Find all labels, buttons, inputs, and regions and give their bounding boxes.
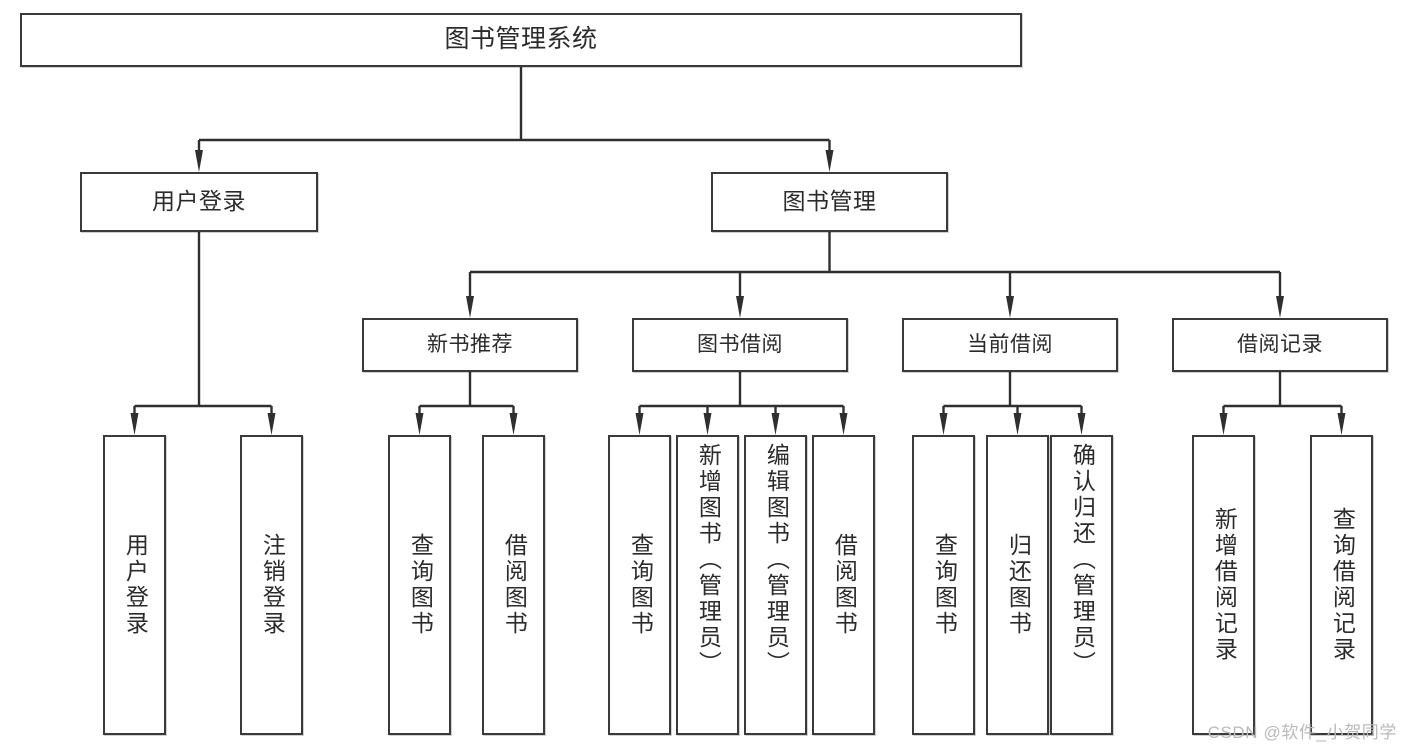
- node-user-login[interactable]: 用户登录: [80, 172, 318, 232]
- node-leaf-add-book-admin[interactable]: 新增图书（管理员）: [676, 435, 739, 735]
- node-new-book-recommend[interactable]: 新书推荐: [362, 318, 578, 372]
- node-label-book-borrow: 图书借阅: [697, 332, 783, 356]
- node-leaf-borrow-book-2[interactable]: 借阅图书: [812, 435, 875, 735]
- node-leaf-query-record[interactable]: 查询借阅记录: [1310, 435, 1373, 735]
- node-borrow-record[interactable]: 借阅记录: [1172, 318, 1388, 372]
- node-label-leaf-borrow-book-2: 借阅图书: [831, 533, 858, 637]
- node-leaf-logout-login[interactable]: 注销登录: [240, 435, 303, 735]
- node-leaf-return-book[interactable]: 归还图书: [986, 435, 1049, 735]
- node-label-root: 图书管理系统: [444, 25, 598, 54]
- node-label-leaf-confirm-return: 确认归还（管理员）: [1069, 443, 1096, 677]
- node-label-borrow-record: 借阅记录: [1237, 332, 1323, 356]
- node-label-leaf-logout-login: 注销登录: [259, 533, 286, 637]
- node-label-new-book-recommend: 新书推荐: [427, 332, 513, 356]
- node-label-current-borrow: 当前借阅: [967, 332, 1053, 356]
- node-label-book-manage: 图书管理: [782, 188, 877, 215]
- node-leaf-query-book-1[interactable]: 查询图书: [388, 435, 451, 735]
- node-label-leaf-return-book: 归还图书: [1005, 533, 1032, 637]
- node-label-leaf-add-record: 新增借阅记录: [1211, 507, 1238, 663]
- node-book-manage[interactable]: 图书管理: [711, 172, 948, 232]
- node-leaf-query-book-2[interactable]: 查询图书: [608, 435, 671, 735]
- node-leaf-confirm-return[interactable]: 确认归还（管理员）: [1050, 435, 1113, 735]
- node-label-leaf-borrow-book-1: 借阅图书: [501, 533, 528, 637]
- node-label-leaf-add-book-admin: 新增图书（管理员）: [695, 443, 722, 677]
- node-label-leaf-query-book-2: 查询图书: [627, 533, 654, 637]
- node-book-borrow[interactable]: 图书借阅: [632, 318, 848, 372]
- node-leaf-add-record[interactable]: 新增借阅记录: [1192, 435, 1255, 735]
- node-label-leaf-query-book-3: 查询图书: [931, 533, 958, 637]
- node-root-system[interactable]: 图书管理系统: [20, 13, 1022, 67]
- node-label-leaf-edit-book-admin: 编辑图书（管理员）: [763, 443, 790, 677]
- watermark-text: CSDN @软件_小贺同学: [1207, 723, 1397, 742]
- node-leaf-borrow-book-1[interactable]: 借阅图书: [482, 435, 545, 735]
- node-leaf-query-book-3[interactable]: 查询图书: [912, 435, 975, 735]
- node-current-borrow[interactable]: 当前借阅: [902, 318, 1118, 372]
- node-leaf-edit-book-admin[interactable]: 编辑图书（管理员）: [744, 435, 807, 735]
- node-label-leaf-query-book-1: 查询图书: [407, 533, 434, 637]
- node-label-leaf-user-login: 用户登录: [122, 533, 149, 637]
- node-leaf-user-login[interactable]: 用户登录: [103, 435, 166, 735]
- node-label-user-login: 用户登录: [152, 188, 246, 215]
- node-label-leaf-query-record: 查询借阅记录: [1329, 507, 1356, 663]
